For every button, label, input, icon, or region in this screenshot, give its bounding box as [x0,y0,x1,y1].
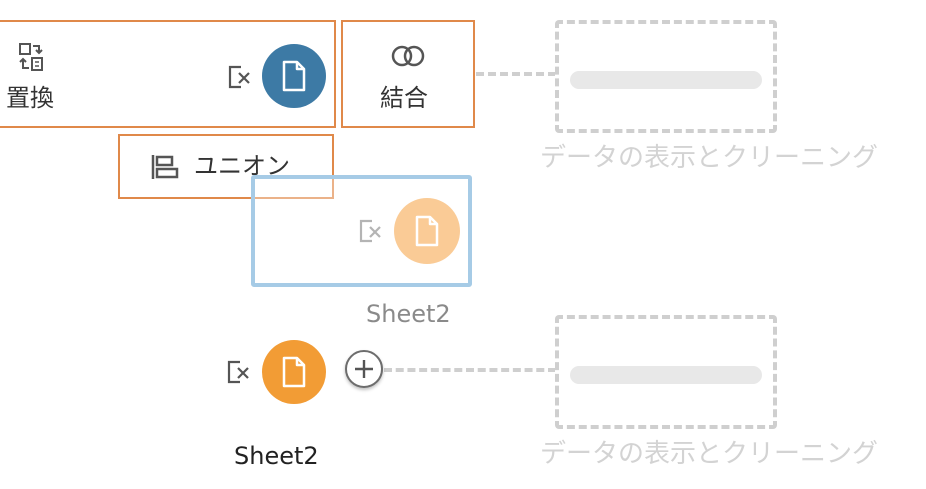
ghost-sheet-label: Sheet2 [366,300,451,328]
bottom-file-icon [282,356,306,388]
placeholder-step-bottom [555,315,777,429]
bottom-sheet-label: Sheet2 [234,442,319,470]
ghost-file-icon [415,215,439,247]
input-node-blue[interactable] [262,44,326,108]
union-icon [151,155,179,179]
join-drop-zone[interactable]: 結合 [341,20,475,128]
file-icon [282,60,306,92]
replace-icon [19,43,43,71]
placeholder-label-top: データの表示とクリーニング [540,143,879,173]
input-node-orange[interactable] [262,340,326,404]
add-step-button[interactable] [345,350,383,388]
placeholder-bar [570,71,762,89]
replace-label: 置換 [6,84,54,112]
placeholder-step-top [555,20,777,133]
union-label: ユニオン [194,152,290,180]
bottom-remove-icon[interactable] [226,359,252,385]
connector-top [476,72,556,76]
remove-icon[interactable] [227,64,253,90]
plus-circle-icon [355,360,373,378]
join-circles-icon [391,45,425,67]
join-label: 結合 [380,84,428,112]
ghost-node [394,198,460,264]
ghost-remove-icon [359,219,381,243]
placeholder-label-bottom: データの表示とクリーニング [540,439,879,469]
placeholder-bar-bottom [570,366,762,384]
connector-bottom [384,368,556,372]
union-drop-zone[interactable]: ユニオン [118,134,334,199]
